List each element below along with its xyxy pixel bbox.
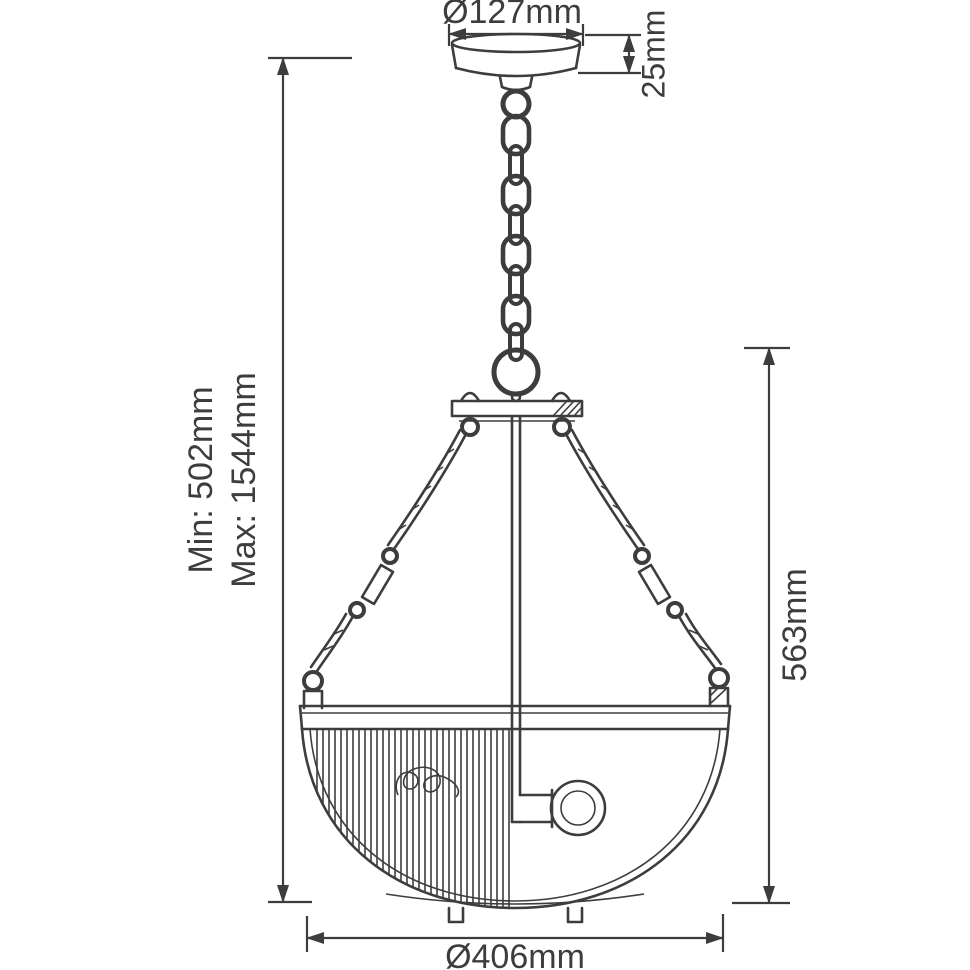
dim-canopy-height: 25mm (578, 10, 671, 99)
decorative-wire-squiggle (395, 766, 460, 798)
turnbuckle-upper-loop (381, 547, 399, 565)
label-max-height: Max: 1544mm (225, 372, 263, 587)
canopy-sides (450, 43, 582, 70)
cable-strand (315, 616, 354, 673)
dim-shade-diameter: Ø406mm (305, 914, 725, 970)
label-canopy-height: 25mm (635, 10, 671, 99)
bulb-outer (549, 779, 607, 837)
rim-tab (708, 686, 730, 708)
cable-twist-marks (397, 448, 455, 531)
chain-link (500, 173, 532, 217)
cable-twist-marks (577, 448, 635, 531)
rim-eyelet (302, 670, 324, 692)
plate-hatch (552, 400, 583, 417)
suspension-ring (491, 347, 541, 403)
canopy-top (450, 32, 582, 54)
bulb-inner (560, 790, 596, 826)
hanging-chain (500, 88, 532, 362)
chain-link (508, 204, 524, 246)
cable-strand (684, 612, 723, 666)
ring (491, 347, 541, 397)
plate-outline (450, 399, 584, 418)
dim-suspension-height: 563mm (732, 346, 814, 905)
label-suspension-height: 563mm (776, 568, 814, 681)
lamp-bulb (518, 779, 607, 837)
plate-left-eyelet (460, 417, 480, 437)
cable-twist-marks (688, 629, 709, 651)
turnbuckle-body (637, 563, 672, 606)
glass-bowl-shade (298, 704, 732, 924)
dim-overall-height: Min: 502mm Max: 1544mm (182, 56, 352, 904)
rib-lines (316, 729, 510, 907)
mounting-plate (450, 391, 584, 437)
canopy-bottom (454, 66, 578, 78)
left-suspension-cable (302, 428, 468, 710)
canopy-neck (498, 75, 534, 92)
cable-strand (386, 428, 462, 547)
plate-top-hooks (459, 391, 572, 403)
ceiling-canopy (450, 32, 582, 92)
chain-link (508, 264, 524, 306)
chain-link (500, 113, 532, 157)
ribbed-glass-texture (316, 729, 510, 907)
cable-strand (309, 612, 348, 669)
right-suspension-cable (564, 428, 730, 708)
cable-strand (570, 428, 646, 547)
stem-rod (510, 414, 522, 824)
label-min-height: Min: 502mm (182, 386, 220, 573)
plate-right-eyelet (552, 417, 572, 437)
turnbuckle-body (360, 563, 395, 606)
bowl-inner-profile (309, 728, 721, 902)
label-canopy-diameter: Ø127mm (442, 0, 582, 31)
cable-strand (564, 432, 640, 551)
label-shade-diameter: Ø406mm (445, 938, 585, 970)
cable-strand (392, 432, 468, 551)
bulb-socket (518, 788, 554, 829)
bottom-tabs (447, 906, 584, 924)
chain-link (508, 144, 524, 186)
bowl-bottom-band (385, 893, 645, 905)
chain-link (500, 233, 532, 277)
bowl-outer-profile (300, 727, 730, 910)
cable-strand (678, 616, 717, 670)
turnbuckle-lower-loop (666, 601, 684, 619)
cable-twist-marks (323, 629, 344, 651)
chain-link (508, 322, 524, 362)
turnbuckle-upper-loop (633, 547, 651, 565)
dim-canopy-diameter: Ø127mm (442, 0, 585, 46)
rim-eyelet (708, 667, 730, 689)
rim-sides (298, 704, 732, 731)
turnbuckle-lower-loop (348, 601, 366, 619)
center-stem (510, 414, 522, 824)
rim-tab-hatch (709, 687, 727, 704)
chain-link (500, 293, 532, 337)
chain-top-loop (500, 88, 532, 120)
extension-ticks (578, 33, 641, 75)
